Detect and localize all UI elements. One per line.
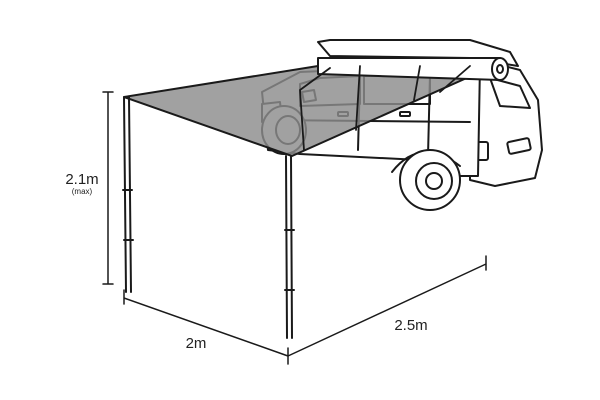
support-arms — [299, 65, 471, 151]
leg-front-right — [285, 155, 293, 339]
height-dimension-line — [102, 91, 114, 285]
awning-legs — [122, 96, 295, 339]
height-label: 2.1m — [65, 171, 98, 188]
awning-end-cap — [491, 57, 509, 81]
rear-window — [489, 77, 531, 109]
width-label: 2m — [186, 335, 207, 352]
length-dimension-line — [287, 255, 487, 357]
length-label: 2.5m — [394, 317, 427, 334]
rear-wheel — [391, 149, 461, 211]
dimension-lines — [102, 91, 487, 365]
number-plate — [506, 137, 532, 155]
door-handle — [399, 111, 411, 117]
leg-front-left — [123, 96, 132, 293]
height-max-note: (max) — [72, 187, 93, 196]
roof-rack — [317, 39, 519, 67]
width-dimension-line — [123, 289, 289, 365]
